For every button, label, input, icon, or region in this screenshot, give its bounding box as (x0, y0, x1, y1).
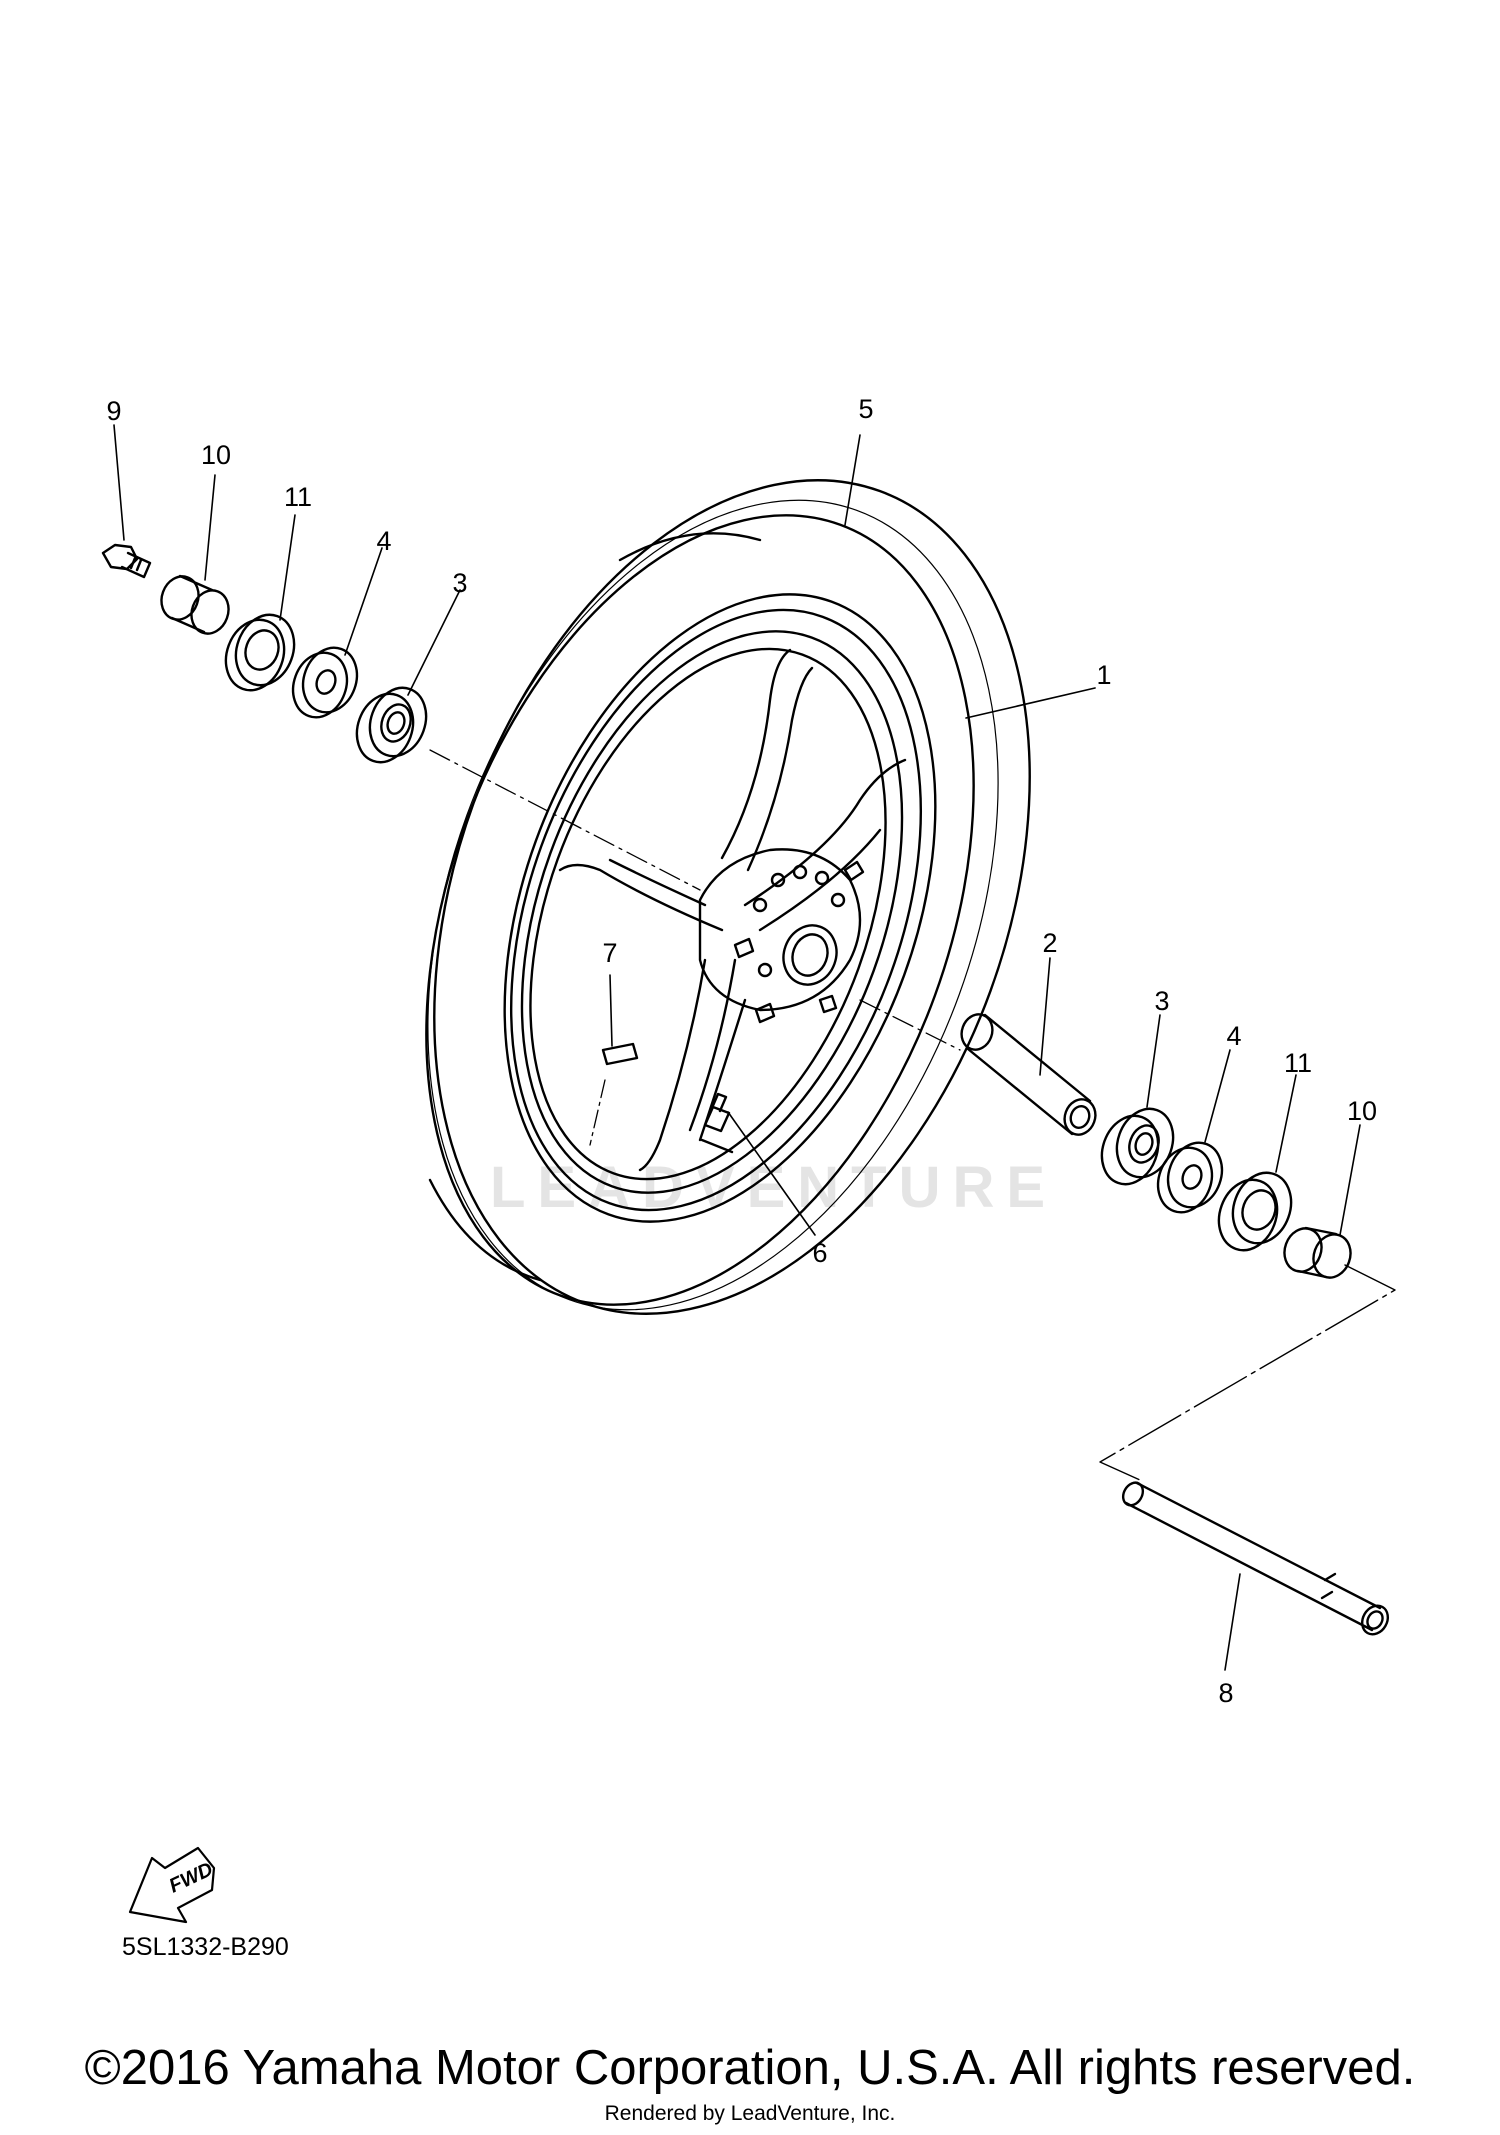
callout-3-right: 3 (1154, 986, 1169, 1016)
axis-line-right (859, 999, 961, 1051)
callout-3-left: 3 (452, 568, 467, 598)
callout-11-right: 11 (1284, 1048, 1312, 1078)
callout-6: 6 (812, 1238, 827, 1268)
spacer[interactable] (957, 1010, 1101, 1139)
axis-line-left (429, 749, 701, 891)
callout-7: 7 (602, 938, 617, 968)
callout-4-left: 4 (376, 526, 391, 556)
callout-10-left: 10 (201, 440, 231, 470)
watermark-text: LEADVENTURE (490, 1155, 1057, 1220)
tire[interactable] (323, 397, 1138, 1397)
callout-8: 8 (1218, 1678, 1233, 1708)
right-seal[interactable] (1209, 1165, 1300, 1259)
valve-stem[interactable] (700, 1092, 734, 1154)
callout-5: 5 (858, 394, 873, 424)
balance-weight[interactable] (589, 1042, 639, 1146)
callout-4-right: 4 (1226, 1021, 1241, 1051)
leader-lines (113, 424, 1361, 1671)
left-bolt[interactable] (101, 543, 152, 579)
rendered-by-note: Rendered by LeadVenture, Inc. (604, 2102, 896, 2125)
copyright-notice: ©2016 Yamaha Motor Corporation, U.S.A. A… (84, 2041, 1416, 2095)
left-seal[interactable] (216, 607, 303, 699)
left-washer[interactable] (284, 640, 365, 725)
callout-10-right: 10 (1347, 1096, 1377, 1126)
callout-11-left: 11 (284, 482, 312, 512)
fwd-arrow-icon: FWD (128, 1846, 216, 1924)
callout-1: 1 (1096, 660, 1111, 690)
right-collar[interactable] (1279, 1223, 1357, 1283)
right-bearing[interactable] (1093, 1101, 1183, 1192)
callout-9: 9 (106, 396, 121, 426)
axle-routing-line (1099, 1264, 1396, 1481)
spokes (558, 648, 907, 1172)
wheel-assembly[interactable] (323, 397, 1138, 1397)
axle[interactable] (1119, 1479, 1393, 1639)
diagram-code: 5SL1332-B290 (122, 1933, 289, 1961)
left-collar[interactable] (156, 571, 235, 639)
right-washer[interactable] (1149, 1135, 1230, 1220)
callout-2: 2 (1042, 928, 1057, 958)
rim[interactable] (424, 535, 1015, 1282)
hub (698, 848, 865, 1024)
left-bearing[interactable] (348, 680, 436, 770)
